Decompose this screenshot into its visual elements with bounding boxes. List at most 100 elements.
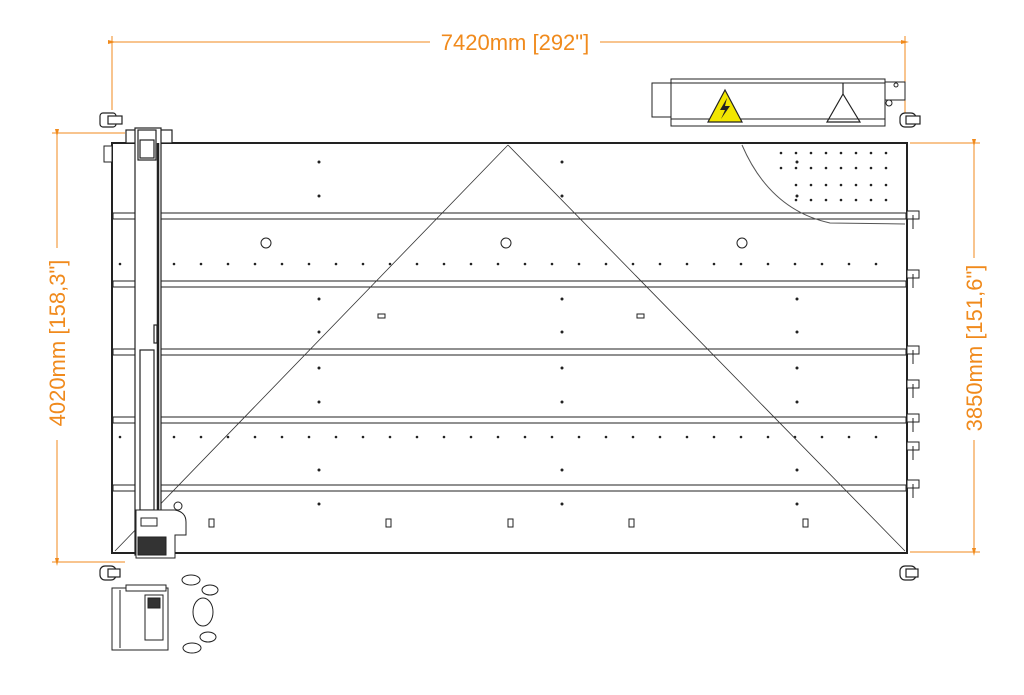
table-hole [317,366,321,370]
dimension-overall-depth [52,129,125,566]
table-hole [280,435,284,439]
table-hole [317,160,321,164]
table-hole [469,435,473,439]
table-hole [560,194,564,198]
table-hole [361,262,365,266]
table-hole [809,183,813,187]
table-hole [869,198,873,202]
table-hole [361,435,365,439]
table-hole [560,160,564,164]
table-hole [415,262,419,266]
table-hole [631,262,635,266]
table-hole [847,435,851,439]
table-hole [712,435,716,439]
table-hole [779,151,783,155]
table-hole [307,435,311,439]
dimension-overall-width [108,36,909,125]
table-hole [794,151,798,155]
slat-holder [507,518,514,528]
slat-holder [802,518,809,528]
table-hole [604,262,608,266]
table-hole [523,435,527,439]
cutting-table [103,142,920,554]
table-hole [280,262,284,266]
table-hole [658,435,662,439]
operator-figure [181,574,219,654]
laser-head-carriage [135,501,187,559]
table-hole [334,262,338,266]
table-rail [112,212,907,220]
table-hole [334,435,338,439]
table-hole [317,502,321,506]
table-hole [874,262,878,266]
table-hole [869,183,873,187]
table-hole [317,194,321,198]
slat-holder [208,518,215,528]
table-hole [226,262,230,266]
table-hole [388,435,392,439]
high-voltage-warning-icon [707,88,743,123]
table-hole [839,166,843,170]
table-hole [794,166,798,170]
table-hole [226,435,230,439]
table-hole [560,330,564,334]
table-rail [112,348,907,356]
table-hole [869,166,873,170]
table-hole [809,151,813,155]
table-hole [172,262,176,266]
table-hole [577,262,581,266]
table-hole [560,502,564,506]
table-hole [884,183,888,187]
table-hole [415,435,419,439]
table-hole [560,366,564,370]
table-hole [874,435,878,439]
table-hole [577,435,581,439]
slat-holder [377,313,386,319]
slat-holder [636,313,645,319]
table-hole [199,262,203,266]
table-hole [317,468,321,472]
table-hole [824,151,828,155]
table-hole [631,435,635,439]
table-hole [854,183,858,187]
table-hole [793,262,797,266]
table-hole [884,198,888,202]
table-hole [854,198,858,202]
table-hole [766,262,770,266]
table-hole [739,435,743,439]
slat-holder [385,518,392,528]
table-hole [685,435,689,439]
table-hole [658,262,662,266]
table-hole [172,435,176,439]
dimension-table-depth [910,139,980,556]
table-hole [685,262,689,266]
table-hole [839,183,843,187]
gantry-beam [125,127,173,556]
table-hole [199,435,203,439]
table-hole [795,400,799,404]
table-hole [317,297,321,301]
table-hole [795,194,799,198]
table-hole [847,262,851,266]
table-hole [523,262,527,266]
slat-holder [628,518,635,528]
table-hole [560,468,564,472]
table-rail [112,484,907,492]
table-hole [550,262,554,266]
table-hole [442,262,446,266]
table-hole [388,262,392,266]
table-hole [560,400,564,404]
table-hole [496,435,500,439]
table-hole [307,262,311,266]
table-hole [839,151,843,155]
table-hole [824,183,828,187]
table-hole [795,366,799,370]
table-hole [795,297,799,301]
table-hole [118,435,122,439]
control-cabinet [111,584,169,651]
table-hole [809,198,813,202]
table-hole [118,262,122,266]
table-hole [839,198,843,202]
